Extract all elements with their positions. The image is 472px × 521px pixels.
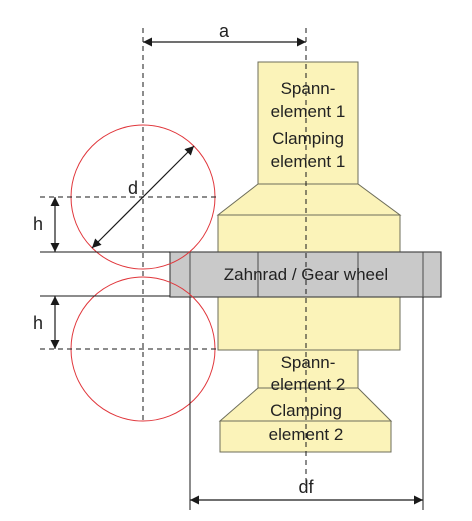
clamp1-label-en-line1: Clamping	[272, 129, 344, 148]
clamping-element-2-collar	[217, 296, 401, 351]
clamping-element-1-taper	[216, 183, 402, 216]
label-df: df	[298, 477, 314, 497]
label-h-top: h	[33, 214, 43, 234]
clamping-element-1-collar	[217, 214, 401, 253]
clamp2-label-en-line2: element 2	[269, 425, 344, 444]
label-d: d	[128, 178, 138, 198]
clamp2-label-en-line1: Clamping	[270, 401, 342, 420]
clamp1-label-en-line2: element 1	[271, 152, 346, 171]
gear-wheel-label: Zahnrad / Gear wheel	[224, 265, 388, 284]
clamp2-label-de-line1: Spann-	[281, 353, 336, 372]
clamping-element-1-shaft	[257, 61, 359, 185]
label-h-bottom: h	[33, 313, 43, 333]
clamp1-label-de-line1: Spann-	[281, 79, 336, 98]
dimension-d	[91, 145, 195, 249]
label-a: a	[219, 21, 230, 41]
clamp2-label-de-line2: element 2	[271, 375, 346, 394]
clamping-element-2-neck	[257, 349, 359, 389]
clamp1-label-de-line2: element 1	[271, 102, 346, 121]
